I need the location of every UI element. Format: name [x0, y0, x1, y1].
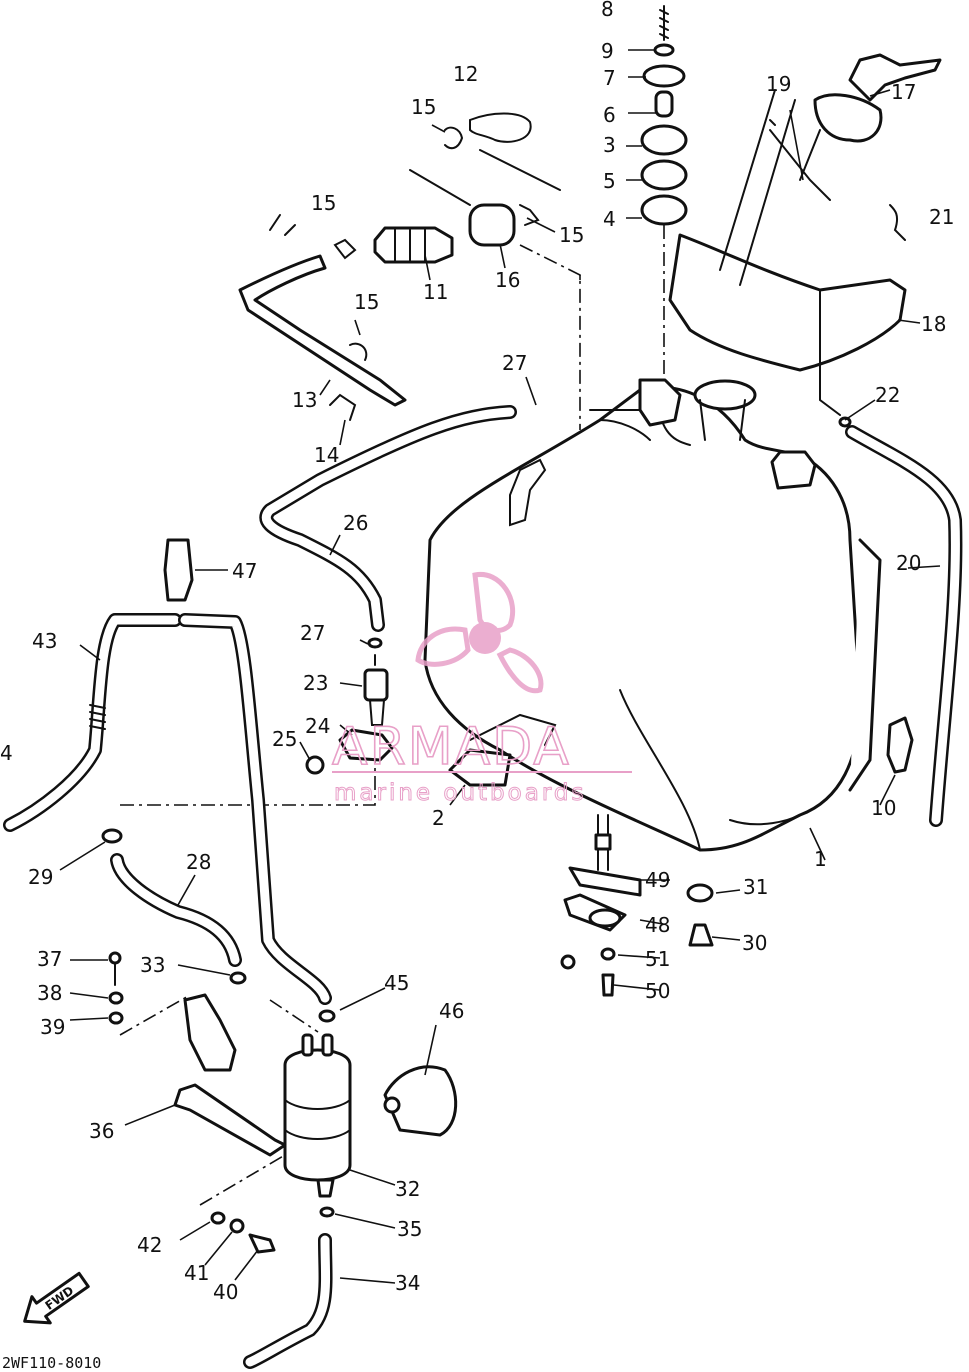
part-label: 10: [871, 796, 896, 820]
part-label: 4: [0, 741, 13, 765]
watermark: ARMADA marine outboards: [331, 572, 632, 807]
part-label: 25: [272, 727, 297, 751]
part-number-labels: 1 2 3 4 4 5 6 7 8 9 10 11 12 13 14 15 15…: [0, 0, 954, 1304]
part-label: 51: [645, 947, 670, 971]
part-label: 35: [397, 1217, 422, 1241]
part-label: 45: [384, 971, 409, 995]
part-label: 39: [40, 1015, 65, 1039]
part-label: 31: [743, 875, 768, 899]
part-label: 28: [186, 850, 211, 874]
part-label: 14: [314, 443, 339, 467]
part-label: 15: [559, 223, 584, 247]
part-label: 7: [603, 66, 616, 90]
part-label: 50: [645, 979, 670, 1003]
hardware: [108, 951, 276, 1254]
part-label: 36: [89, 1119, 114, 1143]
part-label: 6: [603, 103, 616, 127]
part-label: 42: [137, 1233, 162, 1257]
part-label: 8: [601, 0, 614, 21]
diagram-code: 2WF110-8010: [2, 1354, 101, 1372]
part-label: 2: [432, 806, 445, 830]
part-label: 11: [423, 280, 448, 304]
part-label: 46: [439, 999, 464, 1023]
part-label: 15: [411, 95, 436, 119]
part-label: 49: [645, 868, 670, 892]
part-label: 40: [213, 1280, 238, 1304]
part-label: 17: [891, 80, 916, 104]
petcock: [560, 814, 714, 997]
fuel-filter-assembly: [119, 993, 458, 1218]
part-label: 18: [921, 312, 946, 336]
fwd-arrow: FWD: [23, 1271, 90, 1325]
propeller-logo: [415, 572, 544, 694]
part-label: 12: [453, 62, 478, 86]
hoses-left: [3, 538, 336, 1369]
hose-20: [838, 416, 963, 827]
valve-parts: [120, 637, 512, 806]
part-label: 27: [502, 351, 527, 375]
part-label: 19: [766, 72, 791, 96]
part-label: 16: [495, 268, 520, 292]
part-label: 29: [28, 865, 53, 889]
filter-assembly: [238, 112, 581, 430]
sub-tank: [668, 53, 942, 416]
part-label: 4: [603, 207, 616, 231]
cap-stack: [640, 5, 688, 380]
part-label: 13: [292, 388, 317, 412]
part-label: 30: [742, 931, 767, 955]
part-label: 43: [32, 629, 57, 653]
part-label: 48: [645, 913, 670, 937]
watermark-subtitle: marine outboards: [334, 780, 586, 806]
clip-10: [886, 716, 914, 774]
part-label: 23: [303, 671, 328, 695]
part-label: 3: [603, 133, 616, 157]
watermark-title: ARMADA: [332, 717, 571, 777]
part-label: 38: [37, 981, 62, 1005]
part-label: 47: [232, 559, 257, 583]
fuel-tank: [423, 378, 882, 852]
part-label: 9: [601, 39, 614, 63]
part-label: 26: [343, 511, 368, 535]
part-label: 5: [603, 169, 616, 193]
part-label: 37: [37, 947, 62, 971]
hose-26: [259, 405, 641, 632]
part-label: 27: [300, 621, 325, 645]
part-label: 21: [929, 205, 954, 229]
part-label: 15: [354, 290, 379, 314]
part-label: 33: [140, 953, 165, 977]
part-label: 32: [395, 1177, 420, 1201]
part-label: 41: [184, 1261, 209, 1285]
part-label: 22: [875, 383, 900, 407]
part-label: 34: [395, 1271, 420, 1295]
part-label: 24: [305, 714, 330, 738]
part-label: 20: [896, 551, 921, 575]
leader-lines: [59, 49, 941, 1284]
part-label: 15: [311, 191, 336, 215]
part-label: 1: [814, 847, 827, 871]
